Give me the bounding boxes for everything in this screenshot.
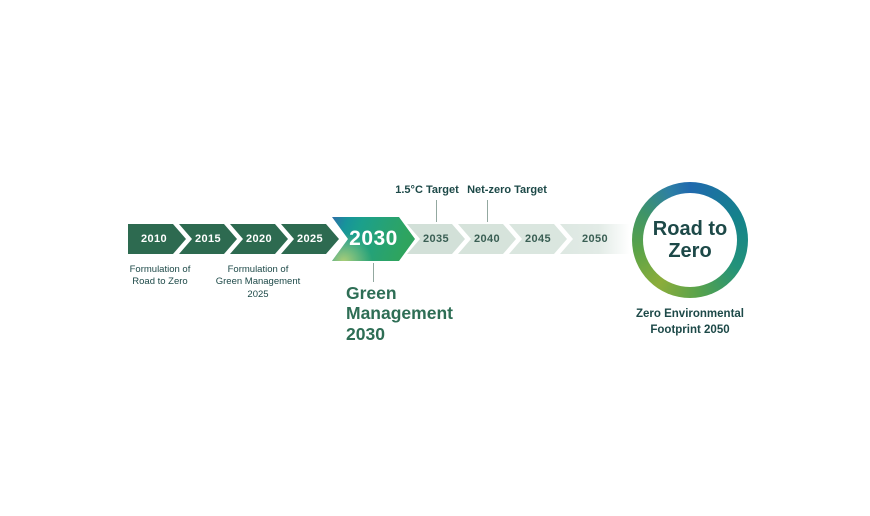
milestone-2035: 2035 [407, 224, 465, 254]
connector-line-1-5c-target [436, 200, 437, 222]
annotation-formulation-green-management-2025: Formulation of Green Management 2025 [215, 264, 301, 300]
annotation-1-5c-target: 1.5°C Target [395, 184, 459, 196]
road-to-zero-ring-logo: Road to Zero [632, 182, 748, 298]
milestone-2030-highlight: 2030 [332, 217, 415, 261]
milestone-2015: 2015 [179, 224, 237, 254]
connector-line-net-zero-target [487, 200, 488, 222]
annotation-formulation-road-to-zero: Formulation of Road to Zero [129, 264, 191, 288]
connector-line-green-management-2030 [373, 263, 374, 282]
milestone-2025: 2025 [281, 224, 339, 254]
ring-logo-title: Road to Zero [652, 217, 728, 262]
label-green-management-2030: Green Management 2030 [346, 283, 453, 344]
milestone-2050: 2050 [560, 224, 630, 254]
label-zero-environmental-footprint-2050: Zero Environmental Footprint 2050 [636, 308, 744, 336]
annotation-net-zero-target: Net-zero Target [467, 184, 547, 196]
milestone-2045: 2045 [509, 224, 567, 254]
milestone-2020: 2020 [230, 224, 288, 254]
milestone-2040: 2040 [458, 224, 516, 254]
milestone-2010: 2010 [128, 224, 186, 254]
